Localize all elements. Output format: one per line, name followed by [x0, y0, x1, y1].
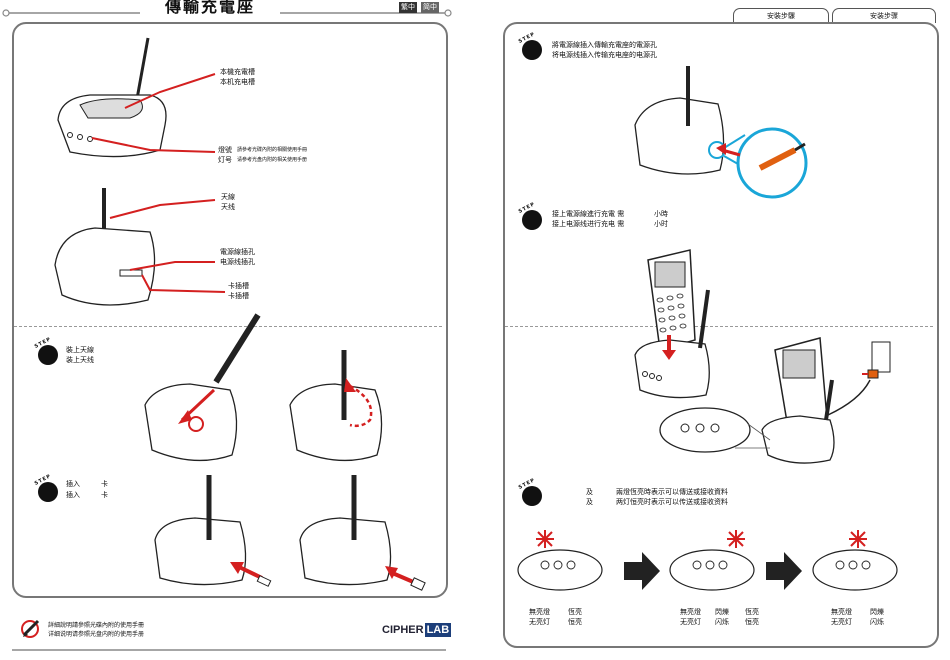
right-step1-simp: 将电源线插入传输充电座的电源孔: [552, 51, 657, 59]
step2-card-simp: 卡: [101, 491, 108, 499]
right-step2-simp: 接上电源线进行充电 需: [552, 220, 625, 228]
pencil-icon: [21, 619, 40, 638]
step-icon-right-2: [522, 210, 542, 230]
state3-a-trad: 無亮燈: [831, 608, 852, 616]
state2-c-simp: 恒亮: [745, 618, 759, 626]
label-power-trad: 電源線插孔: [220, 248, 255, 256]
cradle-illustration-top: [54, 37, 226, 306]
step2-simp: 插入: [66, 491, 80, 499]
right-step3-simp: 两灯恒亮时表示可以传送或接收资料: [616, 498, 728, 506]
state2-a-trad: 無亮燈: [680, 608, 701, 616]
card-insert-illustration: [154, 475, 426, 591]
badge-traditional[interactable]: 繁中: [399, 2, 417, 13]
label-light-simp: 灯号: [218, 156, 232, 164]
step-icon-left-1: [38, 345, 58, 365]
power-plug-illustration: [634, 66, 808, 199]
badge-simplified[interactable]: 简中: [421, 2, 439, 13]
state1-a-simp: 无亮灯: [529, 618, 550, 626]
state3-b-trad: 閃爍: [870, 608, 884, 616]
label-light-note-simp: 请参考光盘内附的相关使用手册: [237, 157, 308, 163]
label-slot-trad: 本機充電槽: [220, 68, 255, 76]
right-step2-trad: 接上電源線進行充電 需: [552, 210, 625, 218]
footer-note-simp: 详细说明请参照光盘内附的使用手册: [48, 631, 145, 638]
state1-a-trad: 無亮燈: [529, 608, 550, 616]
step1-simp: 装上天线: [66, 356, 94, 364]
footer-rule: [12, 649, 446, 651]
label-light-trad: 燈號: [218, 146, 232, 154]
brand-logo-text: CIPHER: [382, 624, 424, 636]
state3-b-simp: 闪烁: [870, 618, 884, 626]
right-divider: [505, 326, 933, 327]
label-antenna-simp: 天线: [221, 203, 235, 211]
label-slot-simp: 本机充电槽: [220, 78, 255, 86]
state2-a-simp: 无亮灯: [680, 618, 701, 626]
right-step2-trad-unit: 小時: [654, 210, 668, 218]
state2-b-trad: 閃爍: [715, 608, 729, 616]
right-step2-simp-unit: 小时: [654, 220, 668, 228]
state1-b-simp: 恒亮: [568, 618, 582, 626]
step-icon-right-3: [522, 486, 542, 506]
step2-trad: 插入: [66, 480, 80, 488]
left-divider: [14, 326, 442, 327]
state2-b-simp: 闪烁: [715, 618, 729, 626]
label-power-simp: 电源线插孔: [220, 258, 255, 266]
tab-install-trad[interactable]: 安裝步驟: [733, 8, 829, 23]
right-step3-ji2: 及: [586, 498, 593, 506]
page-title: 傳輸充電座: [140, 0, 280, 16]
footer-note-trad: 詳細說明請參照光碟內附的使用手冊: [48, 622, 145, 629]
right-step1-trad: 將電源線插入傳輸充電座的電源孔: [552, 41, 657, 49]
right-step3-ji1: 及: [586, 488, 593, 496]
brand-logo-box: LAB: [424, 623, 452, 637]
state3-a-simp: 无亮灯: [831, 618, 852, 626]
right-panel: [503, 22, 939, 648]
step-icon-left-2: [38, 482, 58, 502]
label-light-note-trad: 請參考光碟內附的相關使用手冊: [237, 147, 308, 153]
state2-c-trad: 恆亮: [745, 608, 759, 616]
step1-trad: 裝上天線: [66, 346, 94, 354]
state1-b-trad: 恆亮: [568, 608, 582, 616]
tab-install-simp[interactable]: 安装步骤: [832, 8, 936, 23]
step-icon-right-1: [522, 40, 542, 60]
label-antenna-trad: 天線: [221, 193, 235, 201]
antenna-install-illustration: [144, 313, 383, 462]
label-card-simp: 卡插槽: [228, 292, 249, 300]
step2-card-trad: 卡: [101, 480, 108, 488]
label-card-trad: 卡插槽: [228, 282, 249, 290]
right-step3-trad: 兩燈恆亮時表示可以傳送或接收資料: [616, 488, 728, 496]
